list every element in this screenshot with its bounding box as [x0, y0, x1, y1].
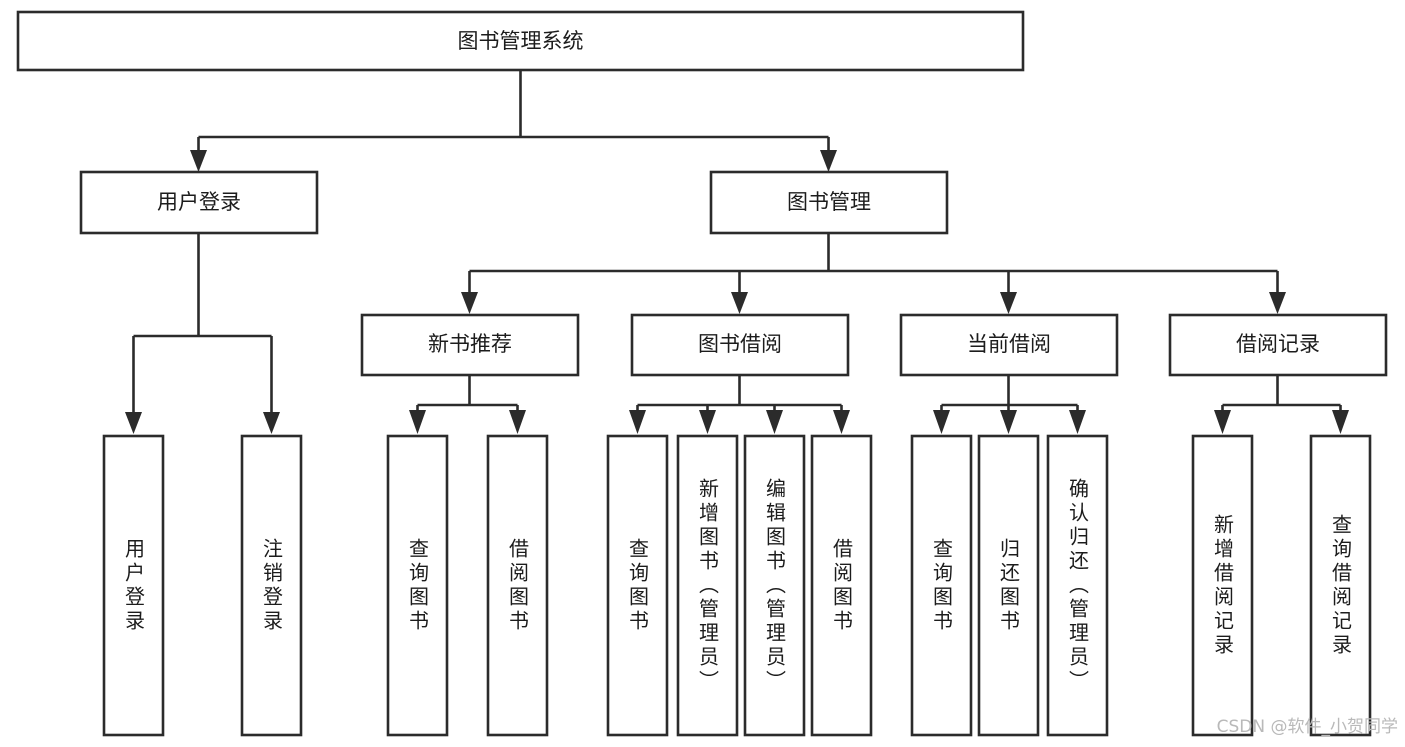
node-level2-current-borrow-label: 当前借阅: [967, 332, 1051, 356]
arrow-head-icon: [1214, 410, 1231, 434]
arrow-head-icon: [509, 410, 526, 434]
arrow-head-icon: [731, 292, 748, 314]
leaf-box-query-book-a[interactable]: [386, 434, 449, 737]
node-root[interactable]: 图书管理系统: [16, 10, 1025, 72]
watermark: CSDN @软件_小贺同学: [1217, 717, 1398, 737]
arrow-head-icon: [833, 410, 850, 434]
leaf-boxes: [102, 434, 1372, 737]
node-level2-book-borrow-label: 图书借阅: [698, 332, 782, 356]
arrow-head-icon: [190, 150, 207, 172]
arrow-head-icon: [933, 410, 950, 434]
arrow-head-icon: [1332, 410, 1349, 434]
node-level1-user-login-label: 用户登录: [157, 190, 241, 214]
arrow-head-icon: [263, 412, 280, 434]
leaf-box-add-record[interactable]: [1191, 434, 1254, 737]
arrow-head-icon: [125, 412, 142, 434]
leaf-box-borrow-book-a[interactable]: [486, 434, 549, 737]
connector-root-to-level1: [190, 70, 837, 172]
connector-borrowrecord-to-leaves: [1214, 375, 1349, 434]
arrow-head-icon: [409, 410, 426, 434]
arrow-head-icon: [699, 410, 716, 434]
leaf-box-edit-book[interactable]: [743, 434, 806, 737]
node-level2-current-borrow[interactable]: 当前借阅: [899, 313, 1119, 377]
node-level1-book-management[interactable]: 图书管理: [709, 170, 949, 235]
node-level2-new-book-recommend[interactable]: 新书推荐: [360, 313, 580, 377]
connector-userlogin-to-leaves: [125, 233, 280, 434]
arrow-head-icon: [766, 410, 783, 434]
connector-bookborrow-to-leaves: [629, 375, 850, 434]
connector-currentborrow-to-leaves: [933, 375, 1086, 434]
leaf-box-query-book-b[interactable]: [606, 434, 669, 737]
arrow-head-icon: [1069, 410, 1086, 434]
node-level2-borrow-record[interactable]: 借阅记录: [1168, 313, 1388, 377]
connector-newbook-to-leaves: [409, 375, 526, 434]
leaf-box-borrow-book-b[interactable]: [810, 434, 873, 737]
leaf-box-return-book[interactable]: [977, 434, 1040, 737]
leaf-box-add-book[interactable]: [676, 434, 739, 737]
leaf-box-query-book-c[interactable]: [910, 434, 973, 737]
arrow-head-icon: [461, 292, 478, 314]
arrow-head-icon: [1000, 410, 1017, 434]
leaf-box-confirm-return[interactable]: [1046, 434, 1109, 737]
arrow-head-icon: [820, 150, 837, 172]
leaf-box-user-login[interactable]: [102, 434, 165, 737]
node-level1-user-login[interactable]: 用户登录: [79, 170, 319, 235]
arrow-head-icon: [629, 410, 646, 434]
leaf-box-logout[interactable]: [240, 434, 303, 737]
arrow-head-icon: [1000, 292, 1017, 314]
node-level2-new-book-recommend-label: 新书推荐: [428, 332, 512, 356]
node-level1-book-management-label: 图书管理: [787, 190, 871, 214]
arrow-head-icon: [1269, 292, 1286, 314]
leaf-box-query-record[interactable]: [1309, 434, 1372, 737]
node-root-label: 图书管理系统: [458, 29, 584, 53]
node-level2-borrow-record-label: 借阅记录: [1236, 332, 1320, 356]
connector-bookmgmt-to-level2: [461, 233, 1286, 314]
node-level2-book-borrow[interactable]: 图书借阅: [630, 313, 850, 377]
